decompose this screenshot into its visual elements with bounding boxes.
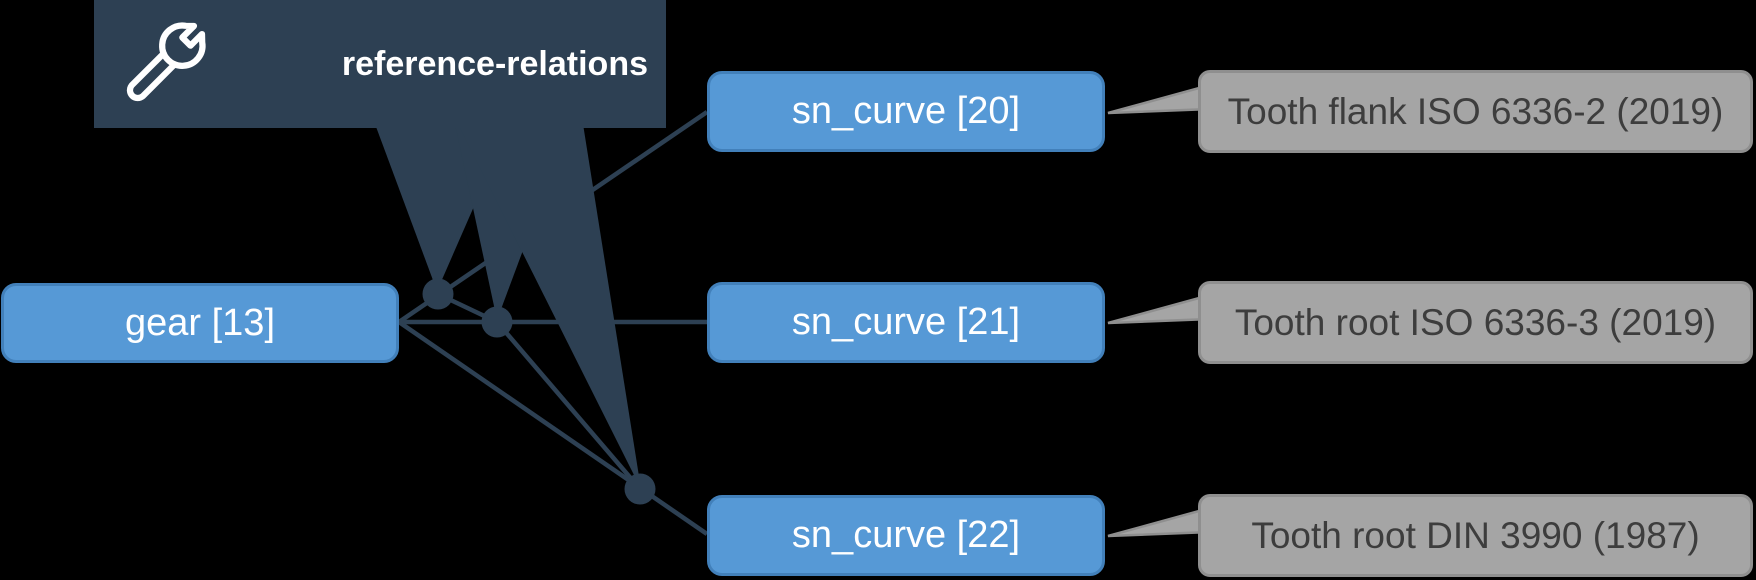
relation-midpoint-dot: [422, 278, 454, 310]
node-gear[interactable]: gear [13]: [1, 283, 399, 363]
node-label: sn_curve [20]: [791, 90, 1021, 132]
annotation-callout: Tooth root ISO 6336-3 (2019): [1198, 281, 1753, 364]
callout-pointer: [1107, 83, 1212, 115]
relation-midpoint-dot: [481, 306, 513, 338]
tooltip-label: reference-relations: [341, 44, 648, 83]
wrench-icon: [126, 22, 206, 102]
annotation-label: Tooth root ISO 6336-3 (2019): [1234, 301, 1717, 343]
node-sn-curve-20[interactable]: sn_curve [20]: [707, 71, 1105, 152]
node-sn-curve-22[interactable]: sn_curve [22]: [707, 495, 1105, 576]
midpoint-connector-line: [495, 320, 642, 491]
annotation-callout: Tooth flank ISO 6336-2 (2019): [1198, 70, 1753, 153]
annotation-label: Tooth flank ISO 6336-2 (2019): [1227, 90, 1724, 132]
annotation-label: Tooth root DIN 3990 (1987): [1251, 514, 1700, 556]
callout-pointer: [1107, 293, 1212, 325]
relation-midpoint-dot: [624, 473, 656, 505]
node-label: gear [13]: [125, 301, 275, 344]
callout-pointer: [1107, 506, 1212, 538]
relation-tooltip: reference-relations: [94, 0, 666, 128]
node-sn-curve-21[interactable]: sn_curve [21]: [707, 282, 1105, 363]
node-label: sn_curve [21]: [791, 301, 1021, 343]
node-label: sn_curve [22]: [791, 514, 1021, 556]
annotation-callout: Tooth root DIN 3990 (1987): [1198, 494, 1753, 577]
tooltip-pointer: [458, 124, 641, 489]
relation-edge: [397, 320, 709, 536]
